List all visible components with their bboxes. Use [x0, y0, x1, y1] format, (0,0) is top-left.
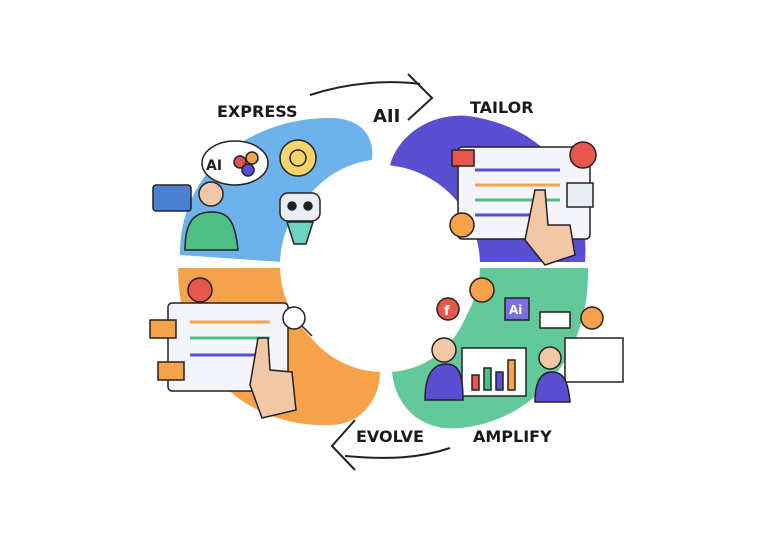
gear-badge-icon [279, 139, 317, 177]
person-body-2 [534, 371, 571, 403]
svg-text:f: f [444, 304, 450, 319]
svg-text:Ai: Ai [509, 303, 522, 317]
chat-icon [152, 184, 192, 212]
label-center-arrow: AII [373, 106, 400, 127]
arrow-top-head [407, 73, 434, 121]
label-amplify: AMPLIFY [473, 427, 552, 446]
mail-icon-2 [157, 361, 185, 381]
person-head-2 [538, 346, 562, 370]
facebook-icon [436, 297, 460, 321]
evolve-illustration [149, 277, 313, 419]
magnifier-icon [282, 306, 306, 330]
label-express: EXPRESS [217, 102, 298, 121]
person-body [424, 363, 464, 401]
express-illustration: AI [152, 139, 321, 251]
person-head [431, 337, 457, 363]
person-head [198, 181, 224, 207]
pie-chart-icon [580, 306, 604, 330]
arrow-top [309, 81, 421, 96]
mail-icon [149, 319, 177, 339]
label-evolve: EVOLVE [356, 427, 424, 446]
arrow-bottom-head [330, 419, 356, 471]
pie-icon [449, 212, 475, 238]
person-body [184, 211, 239, 251]
chat-icon [539, 311, 571, 329]
search-icon [566, 182, 594, 208]
pointing-hand-icon [249, 337, 297, 419]
gear-icon [569, 141, 597, 169]
robot-icon [279, 192, 321, 222]
presentation-board [564, 337, 624, 383]
pointing-hand-icon [524, 189, 576, 266]
label-tailor: TAILOR [470, 98, 534, 117]
amplify-illustration: f Ai [424, 277, 624, 403]
ai-badge-icon [504, 297, 530, 321]
mail-icon [451, 149, 475, 167]
speech-bubble-ai-text: AI [206, 158, 222, 174]
twitter-icon [469, 277, 495, 303]
arrow-bottom [344, 447, 451, 459]
lifebuoy-icon [187, 277, 213, 303]
tailor-illustration [449, 141, 597, 266]
